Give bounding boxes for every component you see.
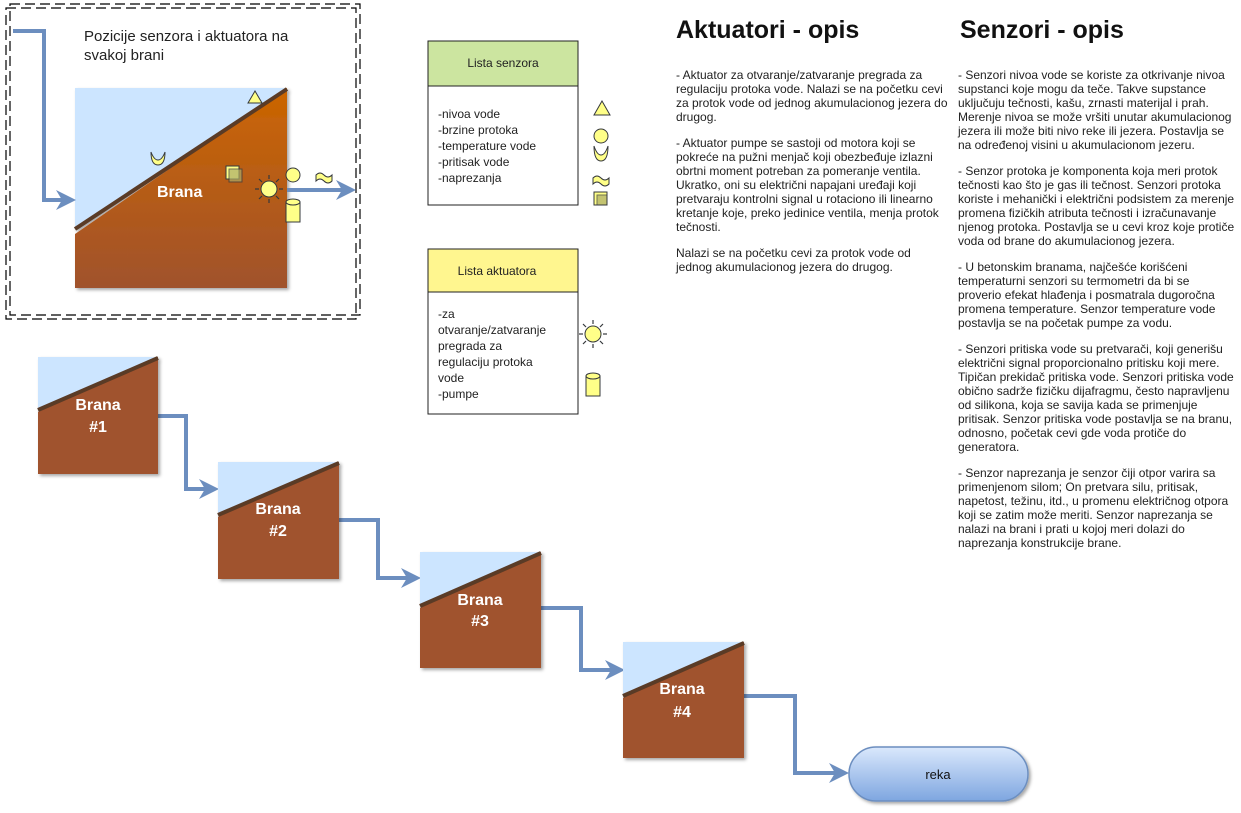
big-dam-label: Brana — [157, 184, 202, 201]
sensor-list-item: -nivoa vode — [438, 107, 501, 121]
sensor-list-items: -nivoa vode -brzine protoka -temperature… — [438, 106, 573, 186]
actuators-description: - Aktuator za otvaranje/zatvaranje pregr… — [676, 68, 948, 286]
actuators-paragraph: - Aktuator za otvaranje/zatvaranje pregr… — [676, 68, 948, 124]
actuator-list-box[interactable] — [427, 248, 579, 415]
flow-sensor-icon — [592, 175, 610, 187]
level-sensor-triangle-icon — [247, 90, 263, 104]
river-node[interactable] — [848, 746, 1029, 802]
actuators-paragraph: - Aktuator pumpe se sastoji od motora ko… — [676, 136, 939, 234]
dam-3-label-line2: #3 — [471, 613, 489, 630]
gate-actuator-sun-icon — [255, 175, 283, 203]
inflow-pipe — [13, 29, 76, 210]
flow-sensor-wave-icon — [315, 172, 333, 184]
sensors-paragraph: - Senzori nivoa vode se koriste za otkri… — [958, 68, 1232, 152]
gate-actuator-icon — [579, 320, 607, 348]
actuator-list-items: -za otvaranje/zatvaranje pregrada za reg… — [438, 306, 573, 402]
dam-2-label-line2: #2 — [269, 523, 287, 540]
level-sensor-icon — [593, 99, 611, 116]
pipe-dam1-dam2 — [158, 414, 219, 499]
dam-1[interactable] — [37, 356, 159, 474]
actuator-list-item: vode — [438, 371, 465, 385]
strain-sensor-square-icon — [225, 165, 243, 183]
sensor-list-box[interactable] — [427, 40, 579, 206]
sensor-list-title: Lista senzora — [467, 56, 539, 70]
actuators-paragraph: Nalazi se na početku cevi za protok vode… — [676, 246, 911, 274]
dam-4-label-line2: #4 — [673, 704, 691, 721]
actuator-list-item: -pumpe — [438, 387, 479, 401]
sensors-paragraph: - U betonskim branama, najčešće korišćen… — [958, 260, 1216, 330]
sensors-paragraph: - Senzor protoka je komponenta koja meri… — [958, 164, 1235, 248]
sensors-description: - Senzori nivoa vode se koriste za otkri… — [958, 68, 1236, 562]
temperature-sensor-icon — [593, 145, 609, 162]
dam-2-label-line1: Brana — [255, 501, 300, 518]
actuator-list-item: otvaranje/zatvaranje — [438, 323, 547, 337]
sensors-paragraph: - Senzori pritiska vode su pretvarači, k… — [958, 342, 1234, 454]
dam-2[interactable] — [217, 461, 340, 579]
pipe-dam3-dam4 — [541, 606, 625, 680]
position-title: Pozicije senzora i aktuatora na svakoj b… — [84, 28, 289, 64]
actuator-list-item: regulaciju protoka — [438, 355, 533, 369]
dam-4[interactable] — [622, 641, 745, 758]
actuators-heading: Aktuatori - opis — [676, 16, 860, 44]
pressure-sensor-icon — [593, 128, 609, 144]
actuator-list-title: Lista aktuatora — [458, 264, 537, 278]
river-label: reka — [925, 767, 951, 782]
strain-sensor-icon — [593, 191, 608, 206]
sensors-paragraph: - Senzor naprezanja je senzor čiji otpor… — [958, 466, 1229, 550]
pump-actuator-cylinder-icon — [285, 198, 301, 223]
position-container — [5, 3, 361, 320]
sensor-list-item: -temperature vode — [438, 139, 537, 153]
dam-4-label-line1: Brana — [659, 681, 704, 698]
dam-3-label-line1: Brana — [457, 592, 502, 609]
sensor-list-item: -brzine protoka — [438, 123, 519, 137]
pipe-dam2-dam3 — [339, 518, 421, 588]
temperature-sensor-crescent-icon — [150, 151, 166, 166]
pump-actuator-icon — [585, 372, 601, 397]
sensor-list-item: -pritisak vode — [438, 155, 510, 169]
dam-3[interactable] — [419, 551, 542, 668]
dam-1-label-line2: #1 — [89, 419, 107, 436]
sensors-heading: Senzori - opis — [960, 16, 1124, 44]
actuator-list-item: -za — [438, 307, 455, 321]
big-dam[interactable] — [73, 87, 289, 288]
dam-1-label-line1: Brana — [75, 397, 120, 414]
sensor-list-item: -naprezanja — [438, 171, 502, 185]
actuator-list-item: pregrada za — [438, 339, 503, 353]
pipe-dam4-river — [744, 694, 849, 783]
pressure-sensor-circle-icon — [285, 167, 301, 183]
